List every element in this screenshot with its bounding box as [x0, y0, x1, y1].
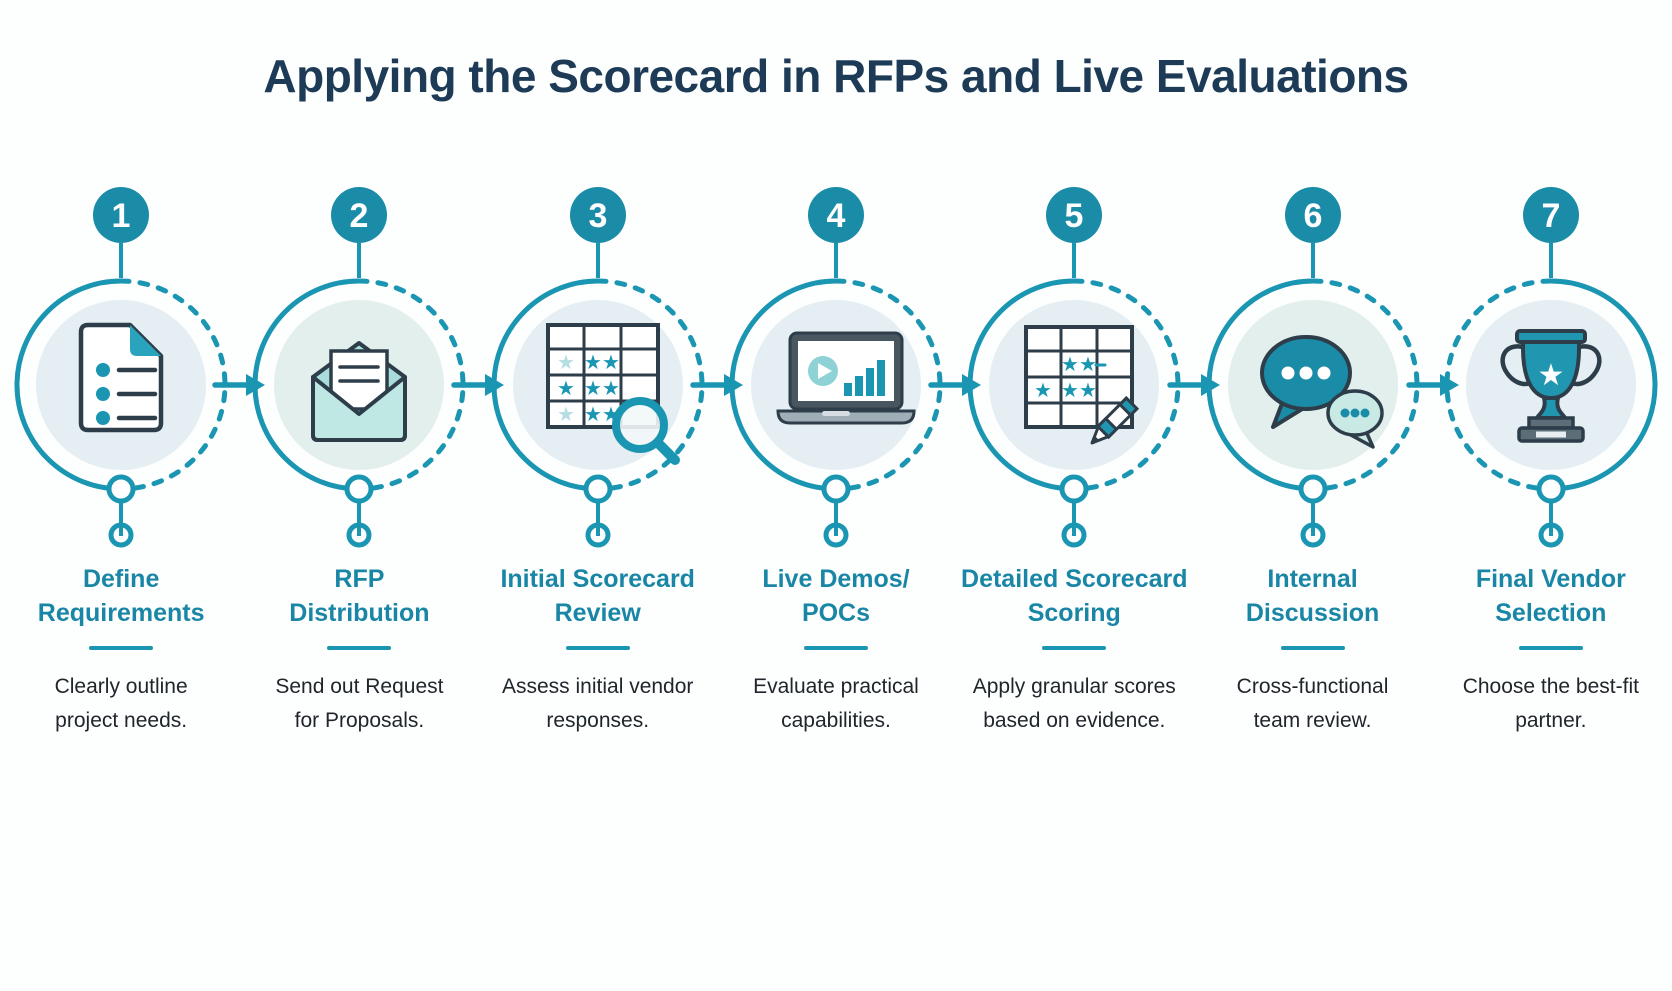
step-number-badge — [331, 186, 388, 243]
process-steps-row: 1 Define Requirements Clearly outline pr — [0, 185, 1672, 738]
step-number-badge — [1284, 186, 1341, 243]
step-description: Assess initial vendor responses. — [501, 674, 694, 732]
svg-text:★: ★ — [557, 376, 575, 400]
step-title: Define Requirements — [37, 564, 205, 628]
step-column-define-requirements: 1 Define Requirements Clearly outline pr — [2, 185, 240, 738]
step-number: 6 — [1303, 197, 1322, 235]
title-underline — [1280, 645, 1345, 650]
step-title: RFP Distribution — [289, 564, 430, 628]
step-column-internal-discussion: 6 Internal Discussion — [1193, 185, 1431, 738]
svg-text:★: ★ — [1061, 352, 1079, 376]
svg-text:★: ★ — [584, 350, 602, 374]
flow-arrow-icon — [450, 373, 504, 396]
step-number: 4 — [827, 197, 846, 235]
step-description: Apply granular scores based on evidence. — [972, 674, 1176, 732]
step-description: Choose the best-fit partner. — [1462, 674, 1639, 732]
svg-text:★: ★ — [557, 350, 575, 374]
step-number-badge — [1522, 186, 1579, 243]
flow-arrow-icon — [1406, 373, 1460, 396]
step-number: 3 — [588, 197, 607, 235]
step-motif: 3 ★ ★ ★ ★ ★ ★ ★ ★ ★ — [491, 186, 705, 548]
step-description: Clearly outline project needs. — [54, 674, 188, 732]
svg-text:★: ★ — [602, 350, 620, 374]
step-motif: 2 — [253, 186, 466, 548]
step-motif: 6 — [1206, 186, 1419, 548]
step-number-badge — [93, 186, 150, 243]
title-underline — [565, 645, 630, 650]
page-title: Applying the Scorecard in RFPs and Live … — [263, 50, 1409, 102]
step-motif: 4 — [729, 186, 943, 548]
svg-text:★: ★ — [557, 402, 575, 426]
step-description: Cross-functional team review. — [1236, 674, 1389, 732]
scorecard-pencil-icon: ★ ★ ★ ★ ★ — [1024, 324, 1140, 445]
step-title: Internal Discussion — [1245, 564, 1380, 628]
title-underline — [1042, 645, 1107, 650]
document-checklist-icon — [78, 322, 164, 433]
speech-bubbles-icon — [1259, 334, 1384, 449]
svg-text:★: ★ — [1079, 378, 1097, 402]
title-underline — [803, 645, 868, 650]
step-title: Live Demos/ POCs — [762, 564, 910, 628]
step-number-badge — [1046, 186, 1103, 243]
step-number-badge — [807, 186, 864, 243]
flow-arrow-icon — [212, 373, 265, 396]
step-column-detailed-scorecard-scoring: 5 ★ ★ ★ ★ ★ — [955, 185, 1193, 738]
trophy-icon: ★ — [1500, 328, 1602, 443]
step-motif: 7 ★ — [1444, 186, 1658, 548]
step-description: Send out Request for Proposals. — [275, 674, 444, 732]
step-motif: 5 ★ ★ ★ ★ ★ — [967, 186, 1181, 548]
svg-text:★: ★ — [584, 402, 602, 426]
step-title: Detailed Scorecard Scoring — [961, 564, 1188, 628]
flow-arrow-icon — [928, 373, 982, 396]
step-title: Initial Scorecard Review — [500, 564, 695, 628]
svg-text:★: ★ — [584, 376, 602, 400]
svg-text:★: ★ — [1079, 352, 1097, 376]
step-number: 7 — [1541, 197, 1560, 235]
svg-text:★: ★ — [602, 376, 620, 400]
svg-text:★: ★ — [1537, 358, 1564, 393]
step-column-final-vendor-selection: 7 ★ Final Vendor Selection Choos — [1432, 185, 1670, 738]
scorecard-magnifier-icon: ★ ★ ★ ★ ★ ★ ★ ★ ★ — [545, 322, 680, 465]
step-number: 5 — [1065, 197, 1084, 235]
title-underline — [1518, 645, 1583, 650]
flow-arrow-icon — [689, 373, 743, 396]
svg-text:★: ★ — [1034, 378, 1052, 402]
title-underline — [327, 645, 392, 650]
laptop-demo-icon — [776, 331, 916, 425]
flow-arrow-icon — [1167, 373, 1221, 396]
step-title: Final Vendor Selection — [1475, 564, 1626, 628]
title-underline — [89, 645, 154, 650]
step-number-badge — [569, 186, 626, 243]
step-column-initial-scorecard-review: 3 ★ ★ ★ ★ ★ ★ ★ ★ ★ — [479, 185, 717, 738]
step-motif: 1 — [14, 186, 228, 548]
step-number: 2 — [350, 197, 369, 235]
step-description: Evaluate practical capabilities. — [753, 674, 919, 732]
svg-text:★: ★ — [1061, 378, 1079, 402]
envelope-icon — [311, 340, 408, 442]
step-column-rfp-distribution: 2 RFP Distribution Send out Request for … — [240, 185, 478, 738]
step-number: 1 — [112, 197, 131, 235]
step-column-live-demos-pocs: 4 Live Demos/ POCs Eva — [717, 185, 955, 738]
